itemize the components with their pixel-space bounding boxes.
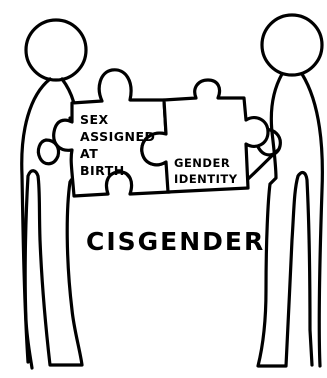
right-person-back-edge: [302, 74, 322, 366]
right-piece-line-1: GENDER: [174, 156, 230, 170]
right-person: [240, 15, 322, 366]
left-piece-line-1: SEX: [80, 112, 109, 127]
left-person-head: [26, 20, 86, 80]
right-piece-line-2: IDENTITY: [174, 172, 238, 186]
caption-cisgender: CISGENDER: [86, 227, 265, 256]
left-piece-line-2: ASSIGNED: [80, 129, 155, 144]
right-person-body: [258, 74, 312, 366]
right-person-head: [262, 15, 322, 75]
left-piece-line-4: BIRTH: [80, 163, 125, 178]
left-piece-line-3: AT: [80, 146, 98, 161]
